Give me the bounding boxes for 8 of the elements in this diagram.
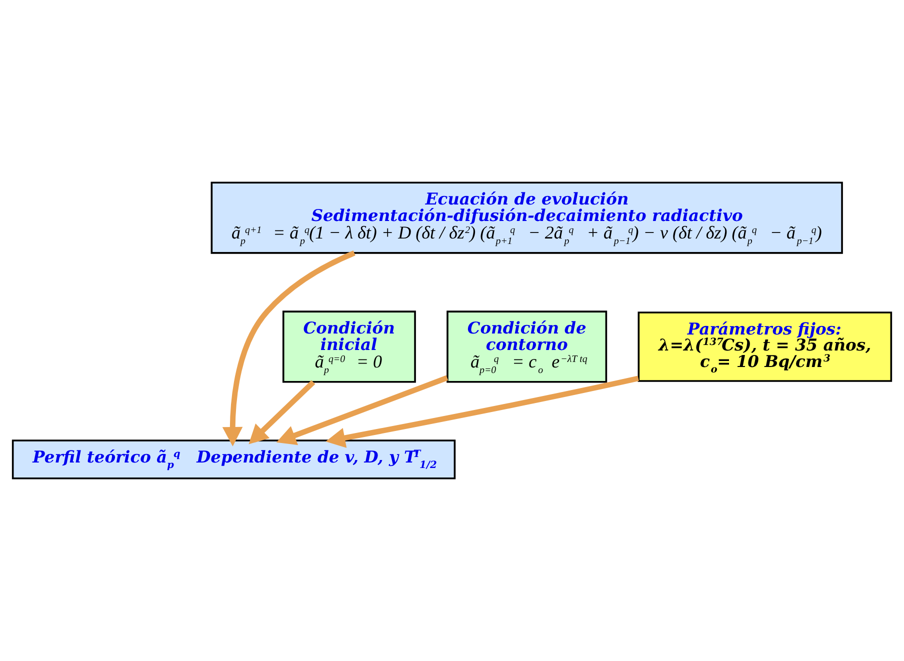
arrow bbox=[248, 380, 316, 444]
node-box: Condición inicial ã$_{p}$$^{q=0}$ = 0 bbox=[282, 310, 416, 383]
arrow bbox=[222, 250, 356, 446]
node-box: Ecuación de evolución Sedimentación-difusión-decaimiento radiactivo ã$_{p}$$^{q+1}$ = ã$_{p}$$^{q}$(1 − λ δt) + D (δt / δz$^{2}$) (ã$_{p+1}$$^{q}$ − 2ã$_{p}$$^{q}$ + ã$_{p−1}$$^{q}$) − v (δt / δz) (ã$_{p}$$^{q}$ − ã$_{p−1}$$^{q}$) bbox=[210, 182, 843, 254]
node-box: Parámetros fijos: λ=λ($^{137}$Cs), t = 35 años, c$_{o}$= 10 Bq/cm$^{3}$ bbox=[638, 312, 892, 382]
arrow bbox=[326, 376, 639, 448]
node-box: Condición de contorno ã$_{p=0}$$^{q}$ = c$_{o}$ e$^{−λT tq}$ bbox=[446, 310, 608, 383]
arrow bbox=[276, 375, 448, 446]
